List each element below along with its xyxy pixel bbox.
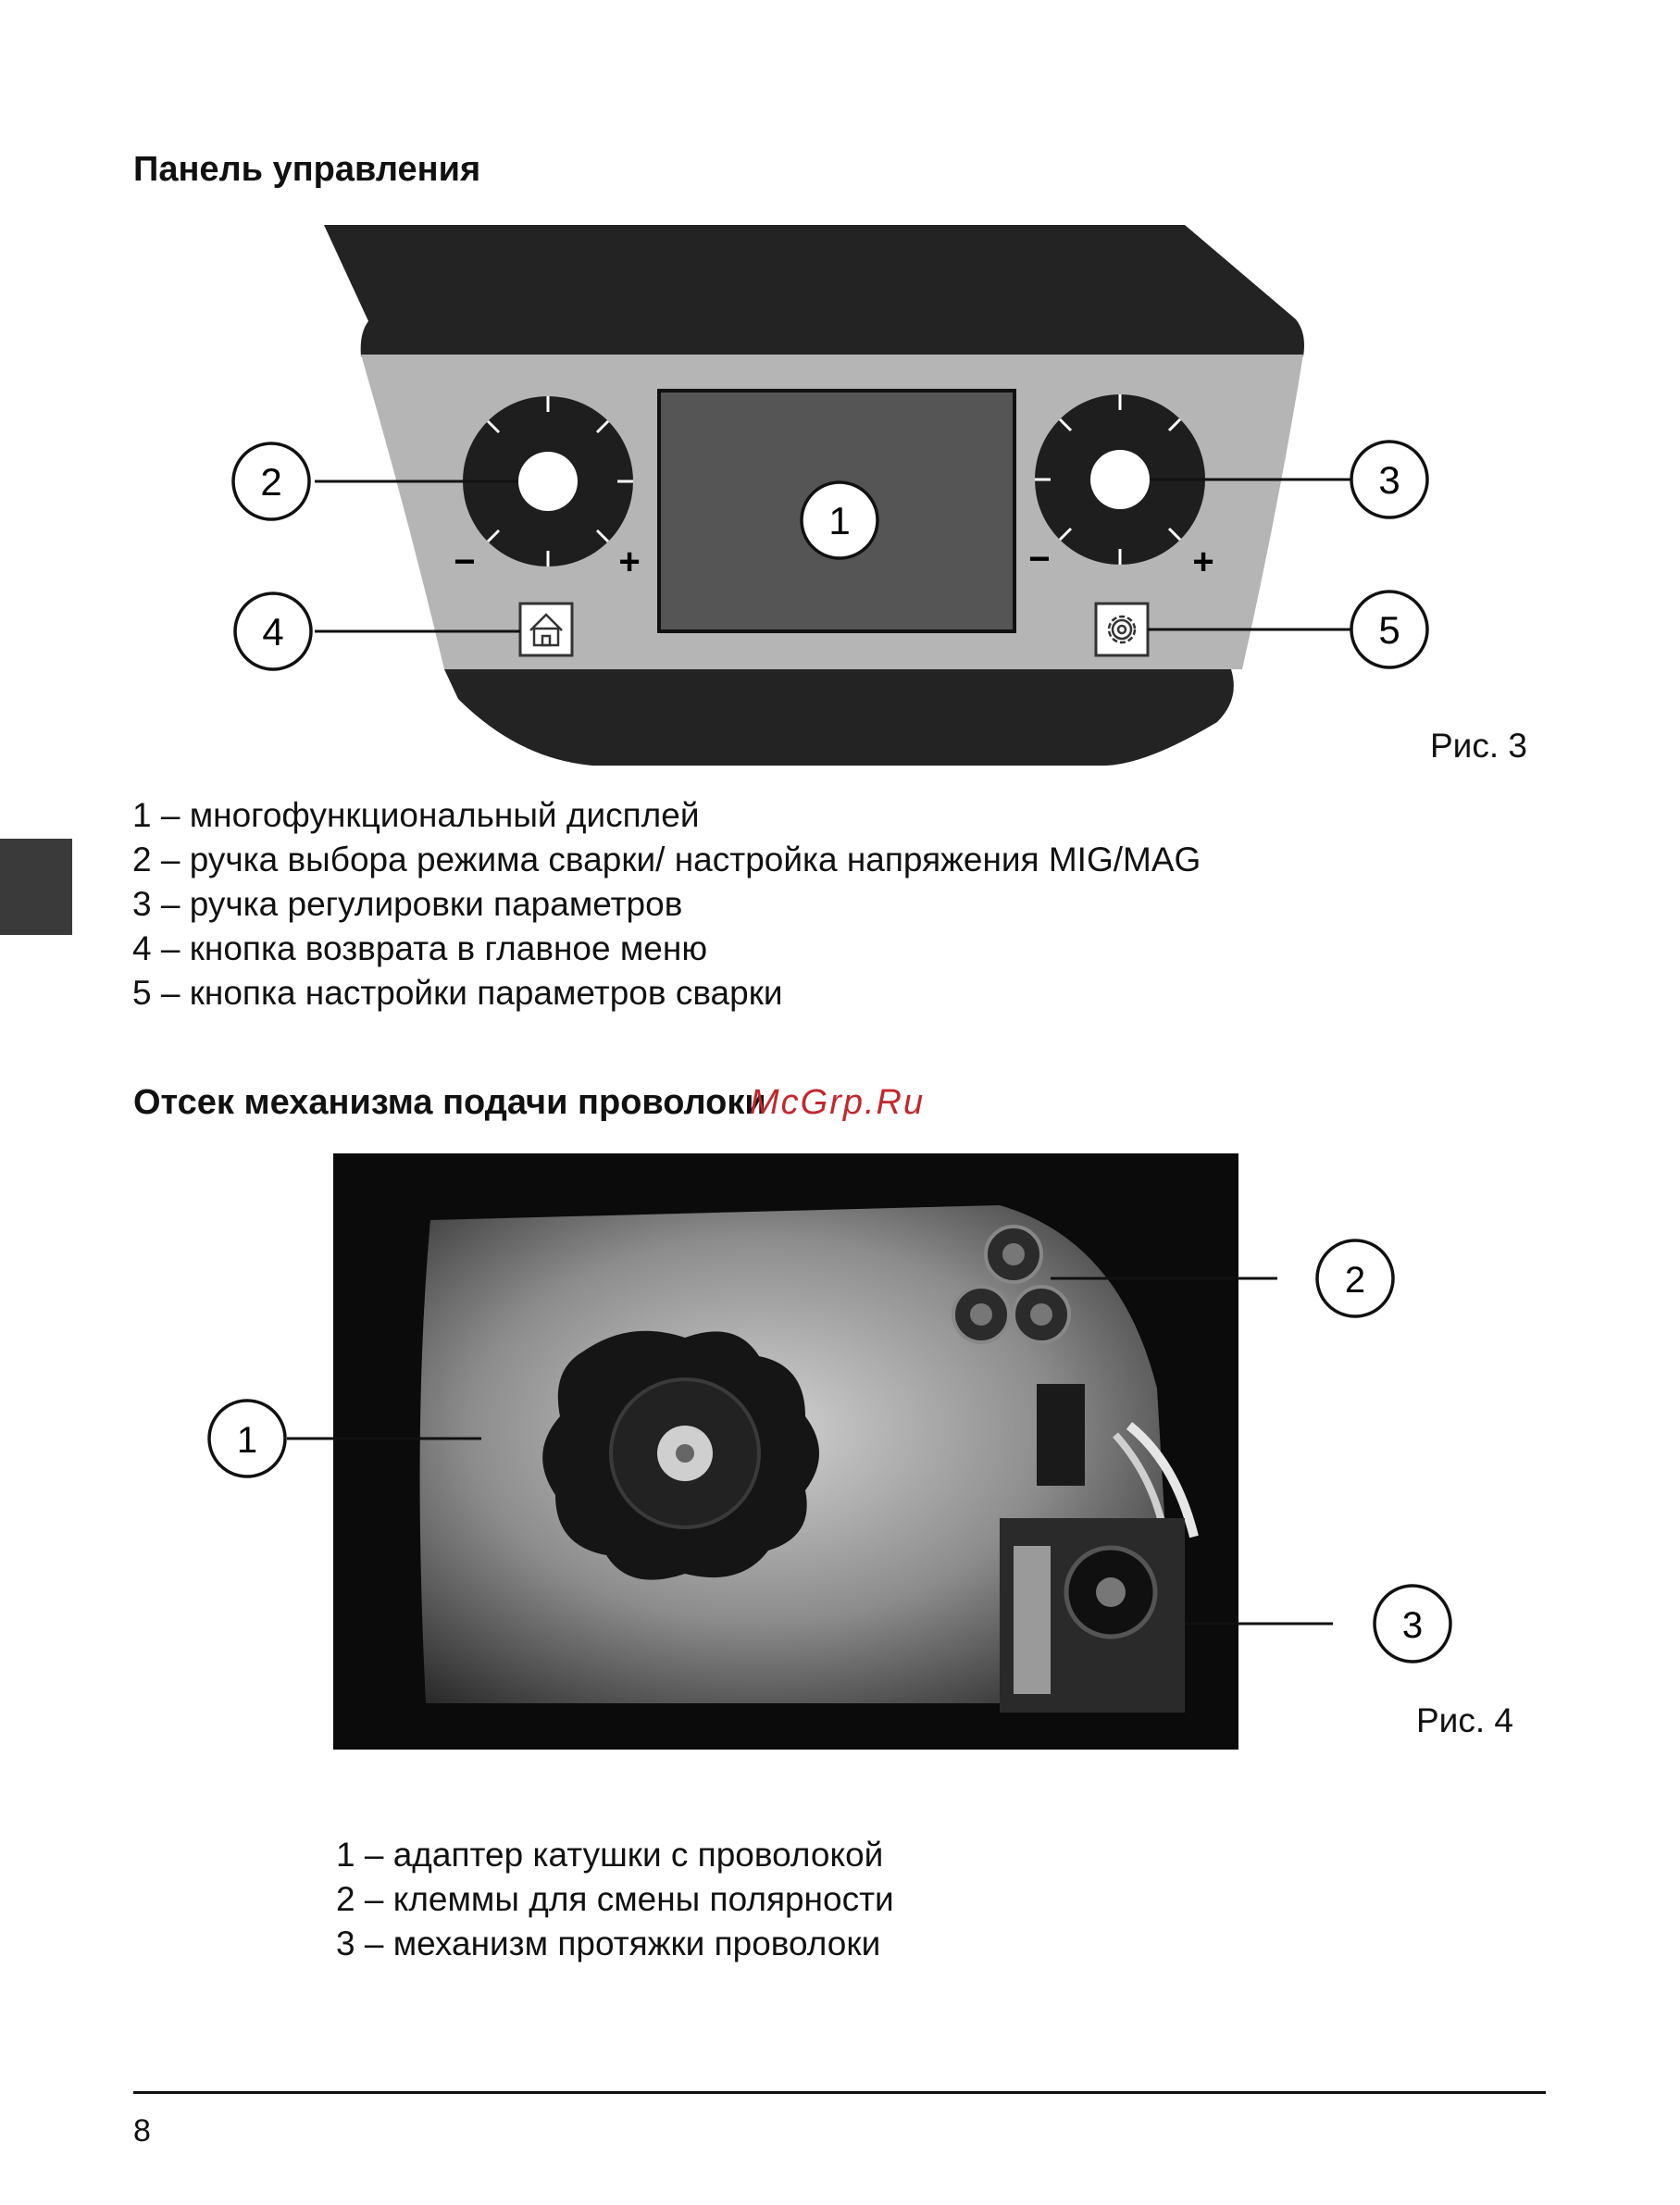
legend-item: 2 – клеммы для смены полярности <box>336 1880 894 1918</box>
control-panel-legend: 1 – многофункциональный дисплей 2 – ручк… <box>132 793 1201 1015</box>
figure-caption-3: Рис. 3 <box>1430 727 1527 765</box>
control-panel-figure: − + − + <box>231 225 1429 766</box>
callout-3: 3 <box>1373 1584 1452 1663</box>
callout-1: 1 <box>800 480 879 560</box>
legend-item: 5 – кнопка настройки параметров сварки <box>132 974 783 1012</box>
wire-feed-figure: 1 2 3 <box>207 1153 1452 1750</box>
svg-text:3: 3 <box>1378 458 1400 502</box>
callout-5: 5 <box>1350 590 1429 669</box>
knob-left-plus: + <box>618 542 640 582</box>
section-tab-marker <box>0 839 72 935</box>
home-icon <box>529 613 563 647</box>
section-title-wire-feed: Отсек механизма подачи проволоки <box>133 1083 766 1122</box>
footer-divider <box>133 2091 1546 2094</box>
legend-item: 4 – кнопка возврата в главное меню <box>132 929 708 967</box>
svg-text:1: 1 <box>237 1420 257 1461</box>
svg-text:1: 1 <box>828 499 850 542</box>
wire-feed-mechanism <box>1000 1384 1185 1713</box>
knob-left-minus: − <box>454 542 475 582</box>
figure-caption-4: Рис. 4 <box>1416 1701 1513 1739</box>
callout-4: 4 <box>233 592 313 671</box>
callout-2: 2 <box>231 442 311 521</box>
svg-text:2: 2 <box>260 460 281 504</box>
polarity-terminals <box>952 1225 1071 1344</box>
watermark: McGrp.Ru <box>750 1083 926 1122</box>
legend-item: 2 – ручка выбора режима сварки/ настройк… <box>132 841 1201 878</box>
callout-2: 2 <box>1315 1239 1395 1318</box>
svg-text:5: 5 <box>1378 608 1400 652</box>
svg-text:2: 2 <box>1345 1260 1365 1301</box>
wire-feed-legend: 1 – адаптер катушки с проволокой 2 – кле… <box>336 1833 894 1966</box>
legend-item: 1 – многофункциональный дисплей <box>132 796 700 834</box>
legend-item: 3 – ручка регулировки параметров <box>132 885 683 923</box>
legend-item: 3 – механизм протяжки проволоки <box>336 1925 881 1962</box>
callout-3: 3 <box>1350 440 1429 519</box>
panel-housing-bottom <box>444 669 1234 766</box>
panel-housing-top <box>324 225 1304 356</box>
home-button[interactable] <box>518 602 574 657</box>
parameter-adjust-knob[interactable] <box>1035 394 1205 565</box>
svg-text:3: 3 <box>1402 1605 1423 1646</box>
knob-right-minus: − <box>1028 539 1050 579</box>
legend-item: 1 – адаптер катушки с проволокой <box>336 1836 884 1874</box>
callout-1: 1 <box>207 1399 287 1478</box>
spool-adapter <box>542 1330 819 1580</box>
gear-icon <box>1107 615 1137 644</box>
knob-right-plus: + <box>1192 542 1213 582</box>
settings-button[interactable] <box>1094 602 1150 657</box>
svg-text:4: 4 <box>262 610 283 654</box>
section-title-control-panel: Панель управления <box>133 150 481 189</box>
page-number: 8 <box>133 2113 151 2149</box>
